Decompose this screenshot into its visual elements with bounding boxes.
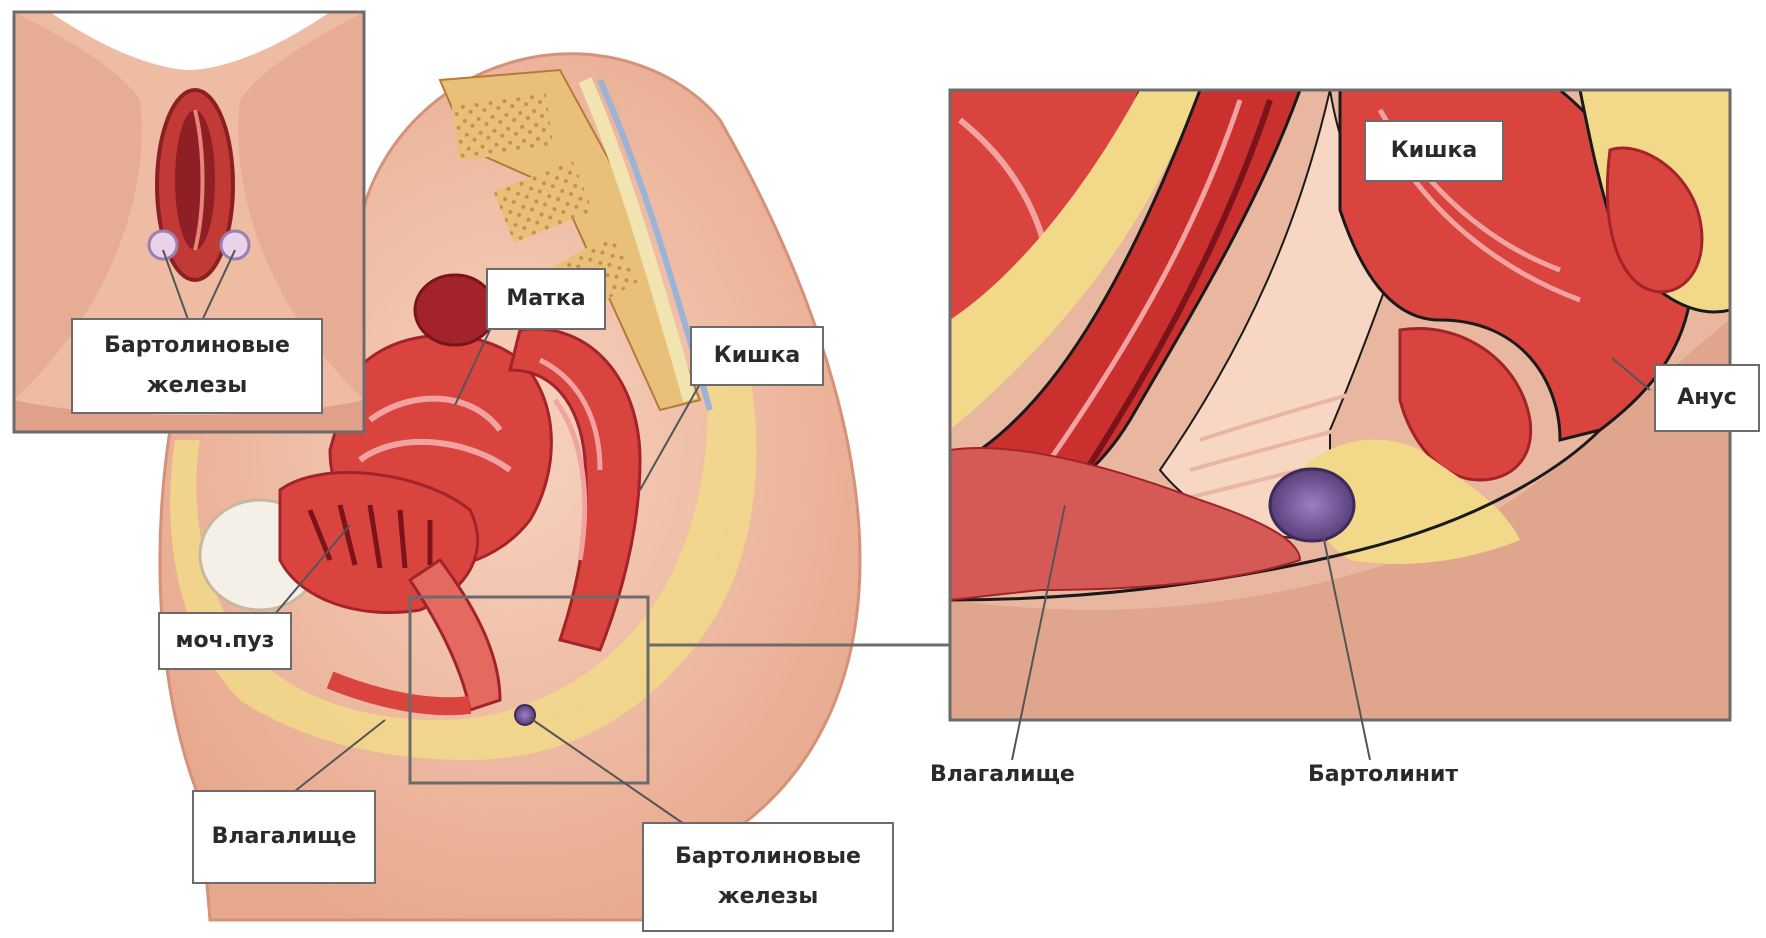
glands-bottom-label: Бартолиновые железы <box>642 822 894 932</box>
zoom-panel <box>950 90 1730 720</box>
glands-bottom-line1: Бартолиновые <box>675 837 861 877</box>
ovary-shape <box>415 275 495 345</box>
intestine-right-text: Кишка <box>1391 131 1478 171</box>
left-gland-dot <box>515 705 535 725</box>
anus-text: Анус <box>1677 378 1737 418</box>
intestine-left-label: Кишка <box>690 326 824 386</box>
uterus-text: Матка <box>506 279 585 319</box>
bladder-text: моч.пуз <box>176 621 275 661</box>
glands-bottom-line2: железы <box>718 877 819 917</box>
vagina-right-text: Влагалище <box>930 762 1075 787</box>
anus-label: Анус <box>1654 364 1760 432</box>
bladder-label: моч.пуз <box>158 612 292 670</box>
vagina-left-text: Влагалище <box>212 817 357 857</box>
inset-glands-line2: железы <box>147 366 248 406</box>
uterus-label: Матка <box>486 268 606 330</box>
intestine-right-label: Кишка <box>1364 120 1504 182</box>
bartholinitis-text: Бартолинит <box>1308 762 1458 787</box>
inset-glands-line1: Бартолиновые <box>104 326 290 366</box>
bartholin-cyst <box>1270 469 1354 541</box>
inset-glands-label: Бартолиновые железы <box>71 318 323 414</box>
intestine-left-text: Кишка <box>714 336 801 376</box>
vagina-left-label: Влагалище <box>192 790 376 884</box>
